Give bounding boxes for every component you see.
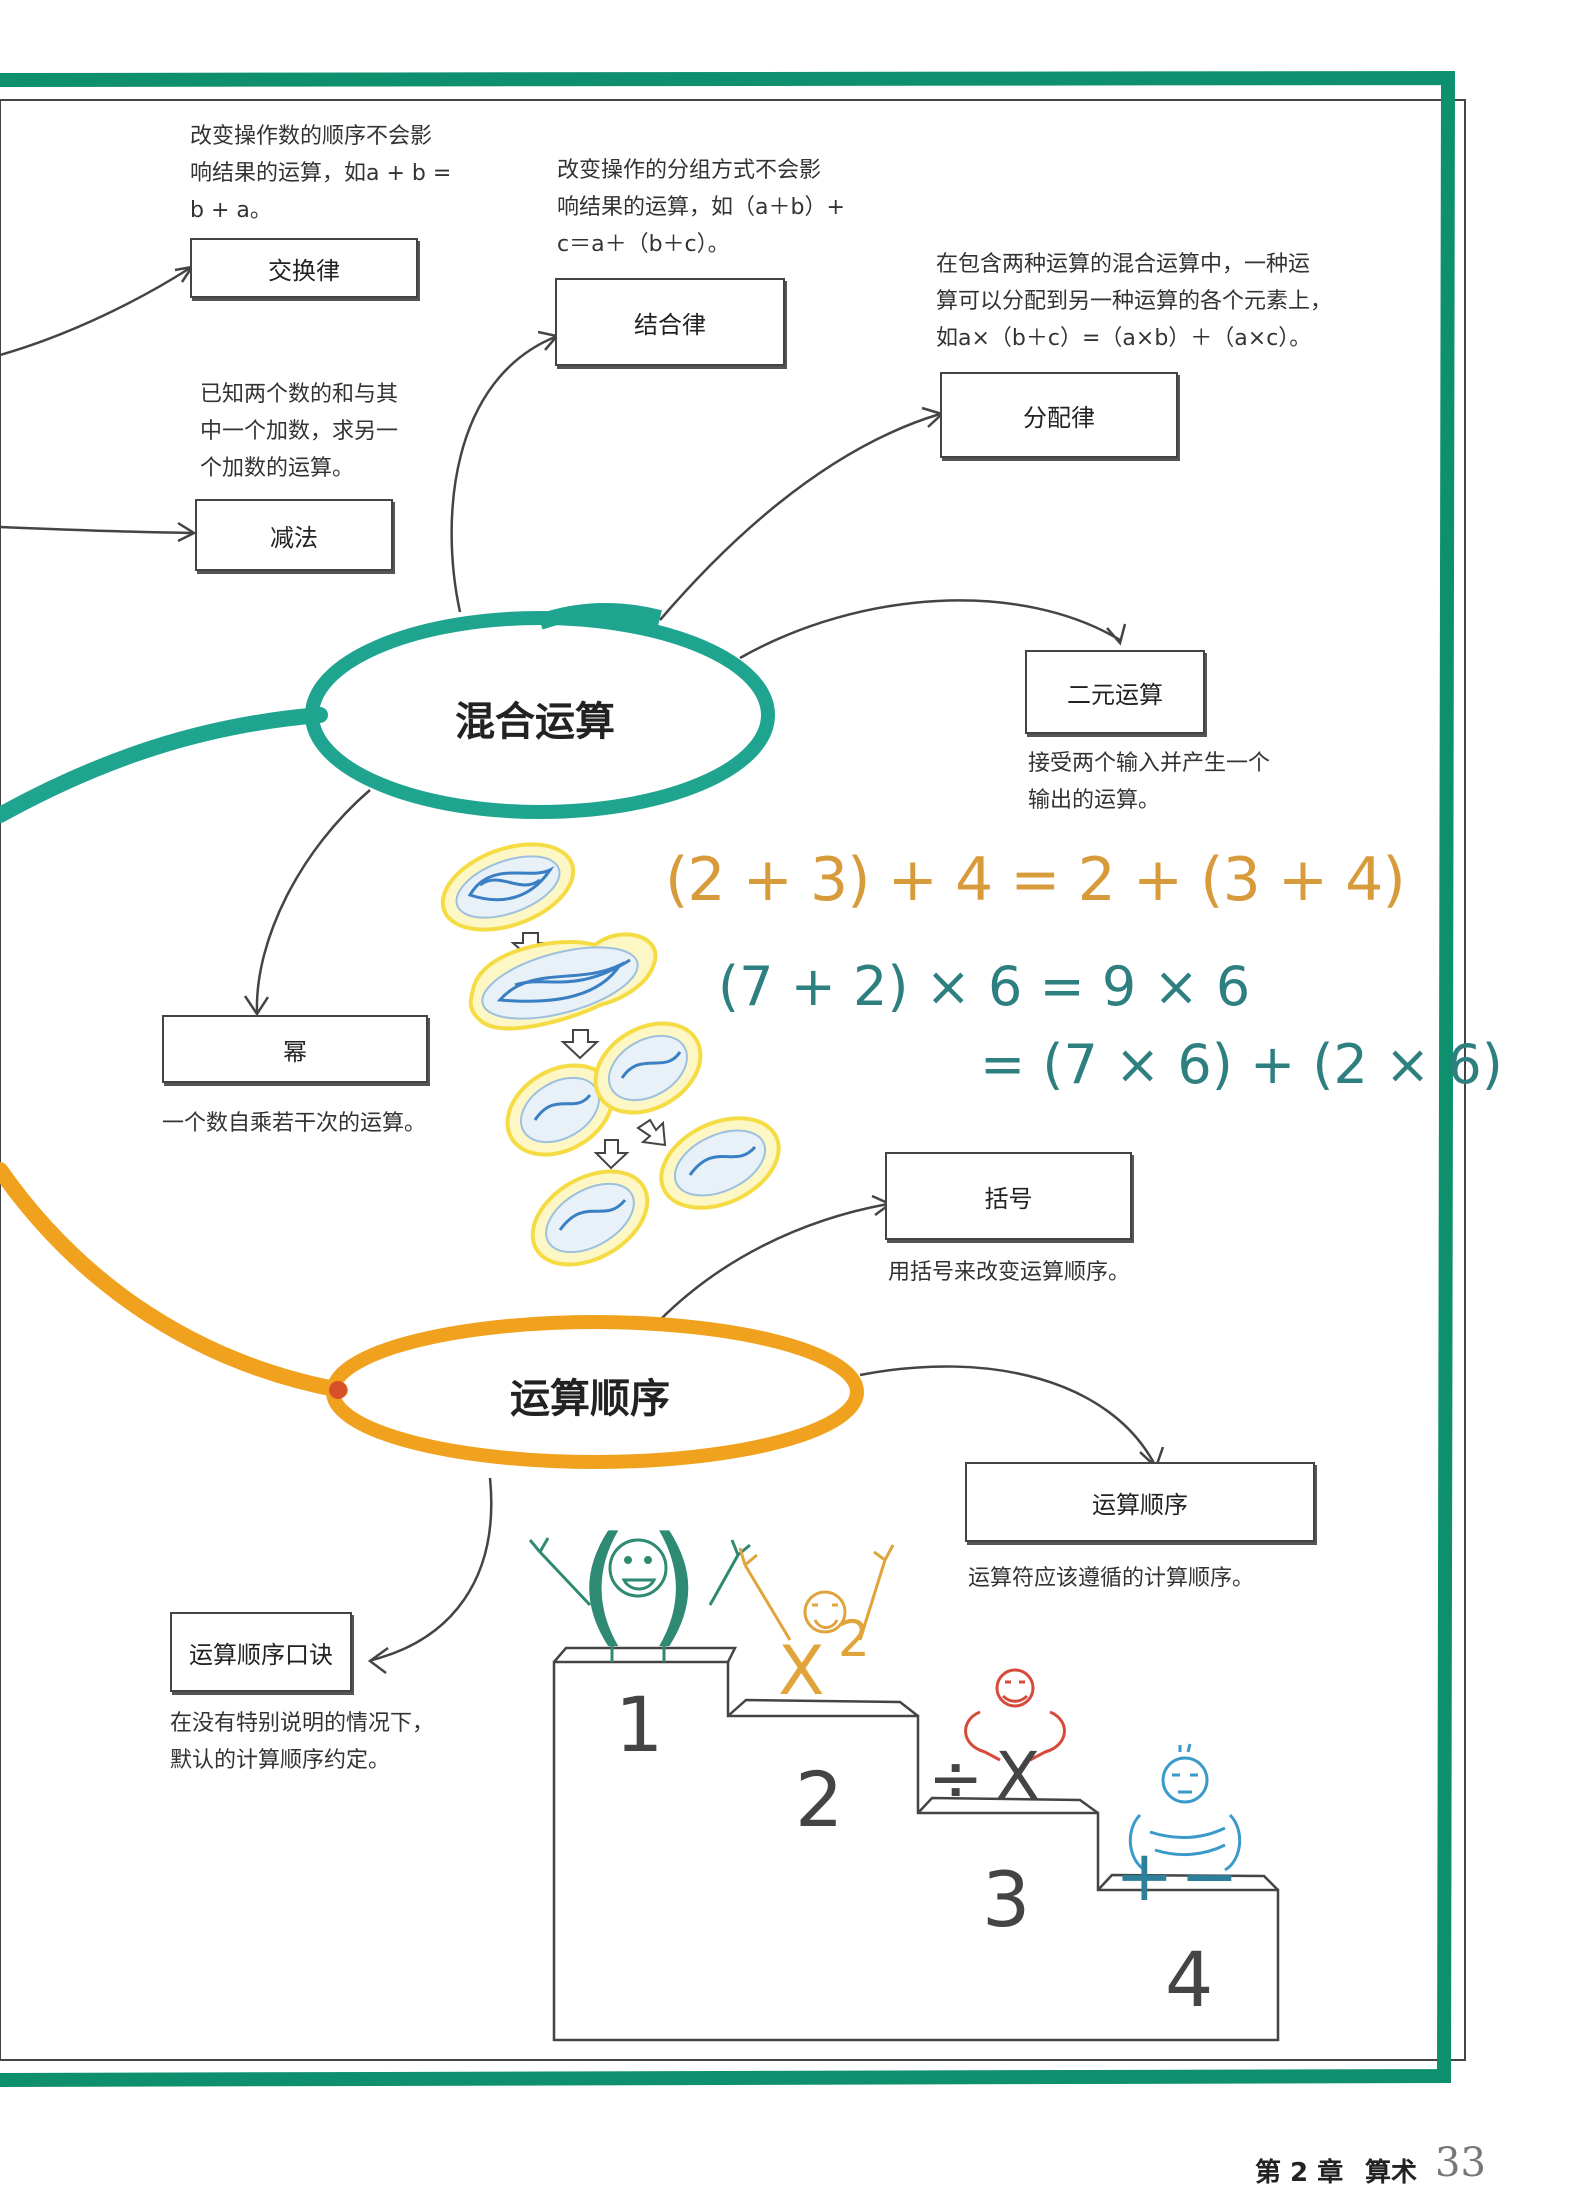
brackets-box[interactable]: 括号 — [885, 1152, 1132, 1240]
connector-associative — [450, 335, 556, 613]
desc-line: 在包含两种运算的混合运算中，一种运 — [936, 252, 1311, 277]
desc-line: 中一个加数，求另一 — [200, 419, 399, 444]
desc-line: 如a×（b＋c）=（a×b）＋（a×c）。 — [936, 326, 1312, 351]
connector-commutative — [0, 266, 191, 357]
cell-3 — [505, 1021, 703, 1157]
minus-symbol: − — [1180, 1835, 1239, 1917]
mixed-operations-hub[interactable]: 混合运算 — [455, 699, 615, 745]
cell-2 — [468, 932, 658, 1031]
equation-distributive-2: = (7 × 6) + (2 × 6) — [980, 1033, 1503, 1096]
connector-lines — [0, 265, 1165, 1674]
connector-brackets — [659, 1202, 889, 1321]
commutative-description: 改变操作数的顺序不会影 响结果的运算，如a + b = b + a。 — [190, 118, 451, 229]
desc-line: c＝a＋（b＋c）。 — [557, 232, 730, 257]
order-description: 运算符应该遵循的计算顺序。 — [968, 1560, 1254, 1597]
associative-description: 改变操作的分组方式不会影 响结果的运算，如（a＋b）+ c＝a＋（b＋c）。 — [557, 152, 845, 263]
inner-frame-line — [0, 99, 1466, 2061]
order-branch-curve — [0, 1162, 348, 1398]
desc-line: 已知两个数的和与其 — [200, 382, 399, 407]
step-2-number: 2 — [795, 1755, 844, 1844]
desc-line: 一个数自乘若干次的运算。 — [162, 1111, 427, 1136]
commutative-box[interactable]: 交换律 — [190, 238, 418, 298]
mnemonic-description: 在没有特别说明的情况下， 默认的计算顺序约定。 — [170, 1705, 434, 1779]
desc-line: 输出的运算。 — [1028, 788, 1161, 813]
desc-line: 算可以分配到另一种运算的各个元素上， — [936, 289, 1333, 314]
brackets-description: 用括号来改变运算顺序。 — [888, 1254, 1130, 1291]
plus-minus-figure — [1128, 1743, 1242, 1872]
desc-line: 在没有特别说明的情况下， — [170, 1711, 435, 1736]
desc-line: 响结果的运算，如a + b = — [190, 161, 452, 186]
equation-associative: (2 + 3) + 4 = 2 + (3 + 4) — [665, 845, 1406, 915]
distributive-box[interactable]: 分配律 — [940, 372, 1178, 458]
equation-distributive-1: (7 + 2) × 6 = 9 × 6 — [718, 955, 1251, 1018]
desc-line: 运算符应该遵循的计算顺序。 — [968, 1566, 1255, 1591]
mnemonic-box[interactable]: 运算顺序口诀 — [170, 1612, 352, 1692]
binary-description: 接受两个输入并产生一个 输出的运算。 — [1028, 745, 1270, 819]
desc-line: 个加数的运算。 — [200, 456, 355, 481]
desc-line: 改变操作数的顺序不会影 — [190, 124, 433, 149]
step-4-number: 4 — [1165, 1935, 1214, 2024]
power-exponent-symbol: 2 — [838, 1610, 870, 1668]
footer-section: 算术 — [1365, 2158, 1418, 2188]
desc-line: 响结果的运算，如（a＋b）+ — [557, 195, 845, 220]
brackets-figure — [528, 1537, 751, 1662]
connector-power — [255, 789, 371, 1013]
associative-box[interactable]: 结合律 — [555, 278, 785, 366]
desc-line: 改变操作的分组方式不会影 — [557, 158, 822, 183]
connector-subtraction — [0, 525, 193, 535]
multiply-symbol: X — [995, 1738, 1041, 1815]
power-figure — [738, 1544, 895, 1641]
outer-frame — [0, 70, 1456, 2087]
page-number: 33 — [1435, 2140, 1486, 2186]
desc-line: 默认的计算顺序约定。 — [170, 1748, 391, 1773]
cell-division-illustration — [440, 842, 781, 1267]
podium-illustration — [552, 1646, 1280, 2042]
cell-4 — [530, 1116, 781, 1267]
connector-order — [859, 1365, 1157, 1466]
step-1-number: 1 — [615, 1680, 664, 1769]
brackets-symbol: () — [578, 1508, 720, 1660]
connector-distributive — [659, 412, 941, 621]
power-description: 一个数自乘若干次的运算。 — [162, 1105, 426, 1142]
binary-operation-box[interactable]: 二元运算 — [1025, 650, 1205, 734]
subtraction-description: 已知两个数的和与其 中一个加数，求另一 个加数的运算。 — [200, 376, 398, 487]
mixed-branch-curve — [0, 707, 328, 823]
cell-1 — [440, 842, 576, 932]
order-of-operations-box[interactable]: 运算顺序 — [965, 1462, 1315, 1542]
order-of-operations-hub[interactable]: 运算顺序 — [510, 1376, 670, 1422]
desc-line: b + a。 — [190, 198, 272, 223]
subtraction-box[interactable]: 减法 — [195, 499, 393, 571]
plus-symbol: + — [1115, 1835, 1174, 1917]
divide-symbol: ÷ — [928, 1740, 984, 1817]
desc-line: 接受两个输入并产生一个 — [1028, 751, 1271, 776]
divide-multiply-figure — [964, 1668, 1066, 1762]
connector-mnemonic — [371, 1477, 493, 1662]
footer-chapter: 第 2 章 — [1255, 2158, 1344, 2188]
connector-binary — [739, 599, 1121, 660]
power-box[interactable]: 幂 — [162, 1015, 428, 1083]
distributive-description: 在包含两种运算的混合运算中，一种运 算可以分配到另一种运算的各个元素上， 如a×… — [936, 246, 1332, 357]
step-3-number: 3 — [982, 1855, 1031, 1944]
desc-line: 用括号来改变运算顺序。 — [888, 1260, 1131, 1285]
power-base-symbol: X — [778, 1632, 825, 1711]
